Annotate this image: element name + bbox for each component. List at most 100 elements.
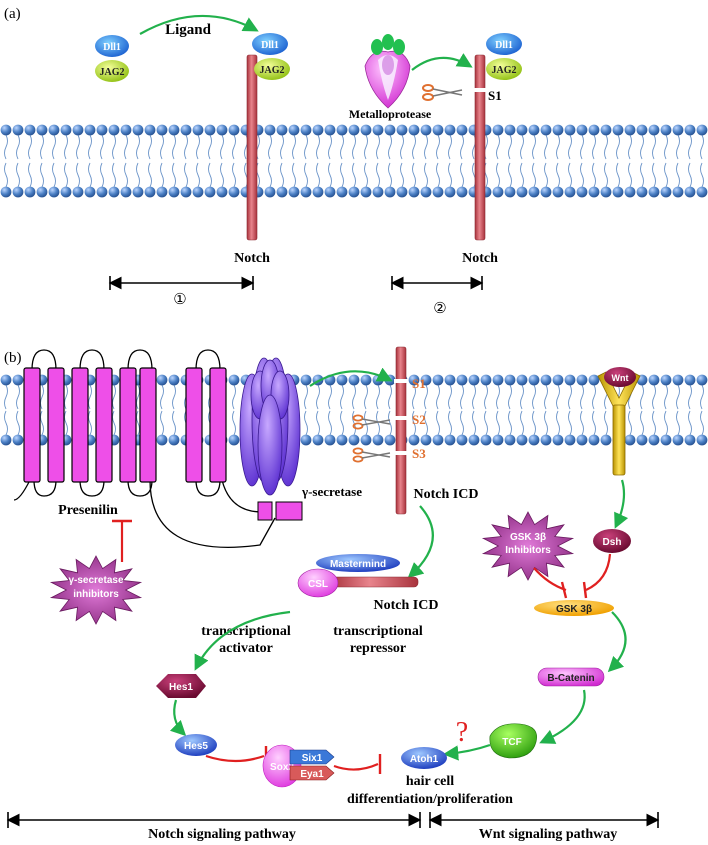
dll1-bound-1: Dll1 [252, 33, 288, 55]
svg-text:Mastermind: Mastermind [330, 559, 386, 570]
svg-text:Dsh: Dsh [603, 537, 622, 548]
svg-text:JAG2: JAG2 [492, 65, 517, 76]
atoh1-protein: Atoh1 [401, 747, 447, 769]
s2-site-b [394, 416, 408, 420]
notch-pathway-label: Notch signaling pathway [148, 827, 296, 842]
notch-receptor-b [395, 346, 407, 515]
gsk3b-protein: GSK 3β [534, 600, 614, 616]
svg-text:JAG2: JAG2 [260, 65, 285, 76]
dsh-block [585, 553, 612, 592]
notch-icd-fragment [329, 576, 419, 588]
tcf-to-atoh1-arrow [442, 743, 491, 761]
notch-label-1: Notch [234, 251, 270, 266]
gsk3b-inhibitors-burst [481, 511, 575, 581]
mastermind-protein: Mastermind [316, 554, 400, 572]
jag2-ligand-left: JAG2 [95, 60, 129, 82]
svg-text:Sox2: Sox2 [270, 762, 294, 773]
svg-text:TCF: TCF [502, 737, 521, 748]
icd-translocation-arrow [407, 505, 434, 579]
notch-receptor-2 [474, 54, 486, 241]
gamma-secretase-inhibitors-burst [49, 555, 143, 625]
dsh-protein: Dsh [593, 529, 631, 553]
svg-text:GSK 3β: GSK 3β [556, 604, 592, 615]
repressor-label-1: transcriptional [333, 624, 423, 639]
notch-label-2: Notch [462, 251, 498, 266]
six1-protein: Six1 [289, 749, 335, 765]
b-catenin-protein: B-Catenin [537, 667, 605, 687]
jag2-bound-2: JAG2 [486, 58, 522, 80]
hes5-protein: Hes5 [175, 734, 217, 756]
activator-label-1: transcriptional [201, 624, 291, 639]
wnt-ligand: Wnt [604, 367, 636, 387]
gamma-inhibitors-label-2: inhibitors [73, 589, 119, 600]
panel-a-label: (a) [4, 6, 21, 22]
svg-text:B-Catenin: B-Catenin [547, 673, 594, 684]
jag2-bound-1: JAG2 [254, 58, 290, 80]
gsk-inhibitors-block [533, 567, 567, 592]
presenilin-label: Presenilin [58, 503, 118, 518]
metalloprotease-arrow [411, 53, 473, 71]
ligand-label: Ligand [165, 22, 212, 38]
ligand-binding-arrow [139, 14, 259, 35]
s2-label-b: S2 [412, 412, 426, 427]
gsk-to-catenin-arrow [607, 611, 627, 673]
svg-text:Hes5: Hes5 [184, 741, 208, 752]
s1-cleavage-site [473, 88, 487, 92]
dll1-bound-2: Dll1 [486, 33, 522, 55]
s3-label-b: S3 [412, 446, 426, 461]
svg-text:Six1: Six1 [302, 753, 323, 764]
gamma-secretase-anchors [257, 501, 303, 521]
svg-text:Eya1: Eya1 [300, 769, 324, 780]
gsk3b-inhibitors-label-2: Inhibitors [505, 545, 551, 556]
step-2-label: ② [433, 301, 446, 317]
csl-to-hes1-arrow [194, 610, 291, 671]
s1-site-b [394, 379, 408, 383]
step-1-label: ① [173, 292, 186, 308]
hes1-protein: Hes1 [156, 674, 206, 698]
svg-text:Wnt: Wnt [612, 373, 629, 383]
csl-protein: CSL [297, 568, 339, 598]
svg-text:Dll1: Dll1 [495, 40, 513, 51]
cell-membrane-a [0, 124, 708, 198]
presenilin-complex [13, 349, 276, 548]
svg-text:JAG2: JAG2 [100, 67, 125, 78]
svg-text:Dll1: Dll1 [261, 40, 279, 51]
hair-cell-label-1: hair cell [406, 774, 454, 789]
svg-text:Dll1: Dll1 [103, 42, 121, 53]
metalloprotease-label: Metalloprotease [349, 107, 432, 121]
s3-site-b [394, 451, 408, 455]
notch-icd-complex-label: Notch ICD [374, 598, 439, 613]
gamma-secretase-complex [239, 357, 301, 496]
svg-text:Hes1: Hes1 [169, 682, 193, 693]
hair-cell-label-2: differentiation/proliferation [347, 792, 513, 807]
activator-label-2: activator [219, 641, 273, 656]
scissors-icon [422, 84, 463, 101]
scissors-s2-icon [352, 414, 391, 430]
dll1-ligand-left: Dll1 [95, 35, 129, 57]
hes1-to-hes5-arrow [169, 699, 187, 737]
eya1-protein: Eya1 [289, 765, 335, 781]
catenin-to-tcf-arrow [539, 689, 586, 744]
notch-icd-label: Notch ICD [414, 487, 479, 502]
question-mark: ? [456, 717, 468, 748]
svg-text:Atoh1: Atoh1 [410, 754, 439, 765]
sox2-block-atoh1 [333, 762, 379, 771]
metalloprotease-enzyme [364, 34, 411, 109]
gamma-inhibitors-label-1: γ-secretase [68, 575, 123, 586]
panel-b-label: (b) [4, 350, 22, 366]
tcf-protein: TCF [489, 723, 537, 759]
svg-text:CSL: CSL [308, 579, 328, 590]
presenilin-helices [23, 367, 227, 483]
s1-label-b: S1 [412, 376, 426, 391]
wnt-pathway-label: Wnt signaling pathway [479, 827, 617, 842]
repressor-label-2: repressor [350, 641, 406, 656]
notch-receptor-1 [246, 54, 258, 241]
wnt-to-dsh-arrow [614, 479, 629, 529]
scissors-s3-icon [352, 447, 391, 463]
gsk3b-inhibitors-label-1: GSK 3β [510, 532, 546, 543]
secretase-to-notch-arrow [309, 367, 393, 387]
gamma-secretase-label: γ-secretase [301, 484, 362, 499]
s1-label-a: S1 [488, 88, 502, 103]
